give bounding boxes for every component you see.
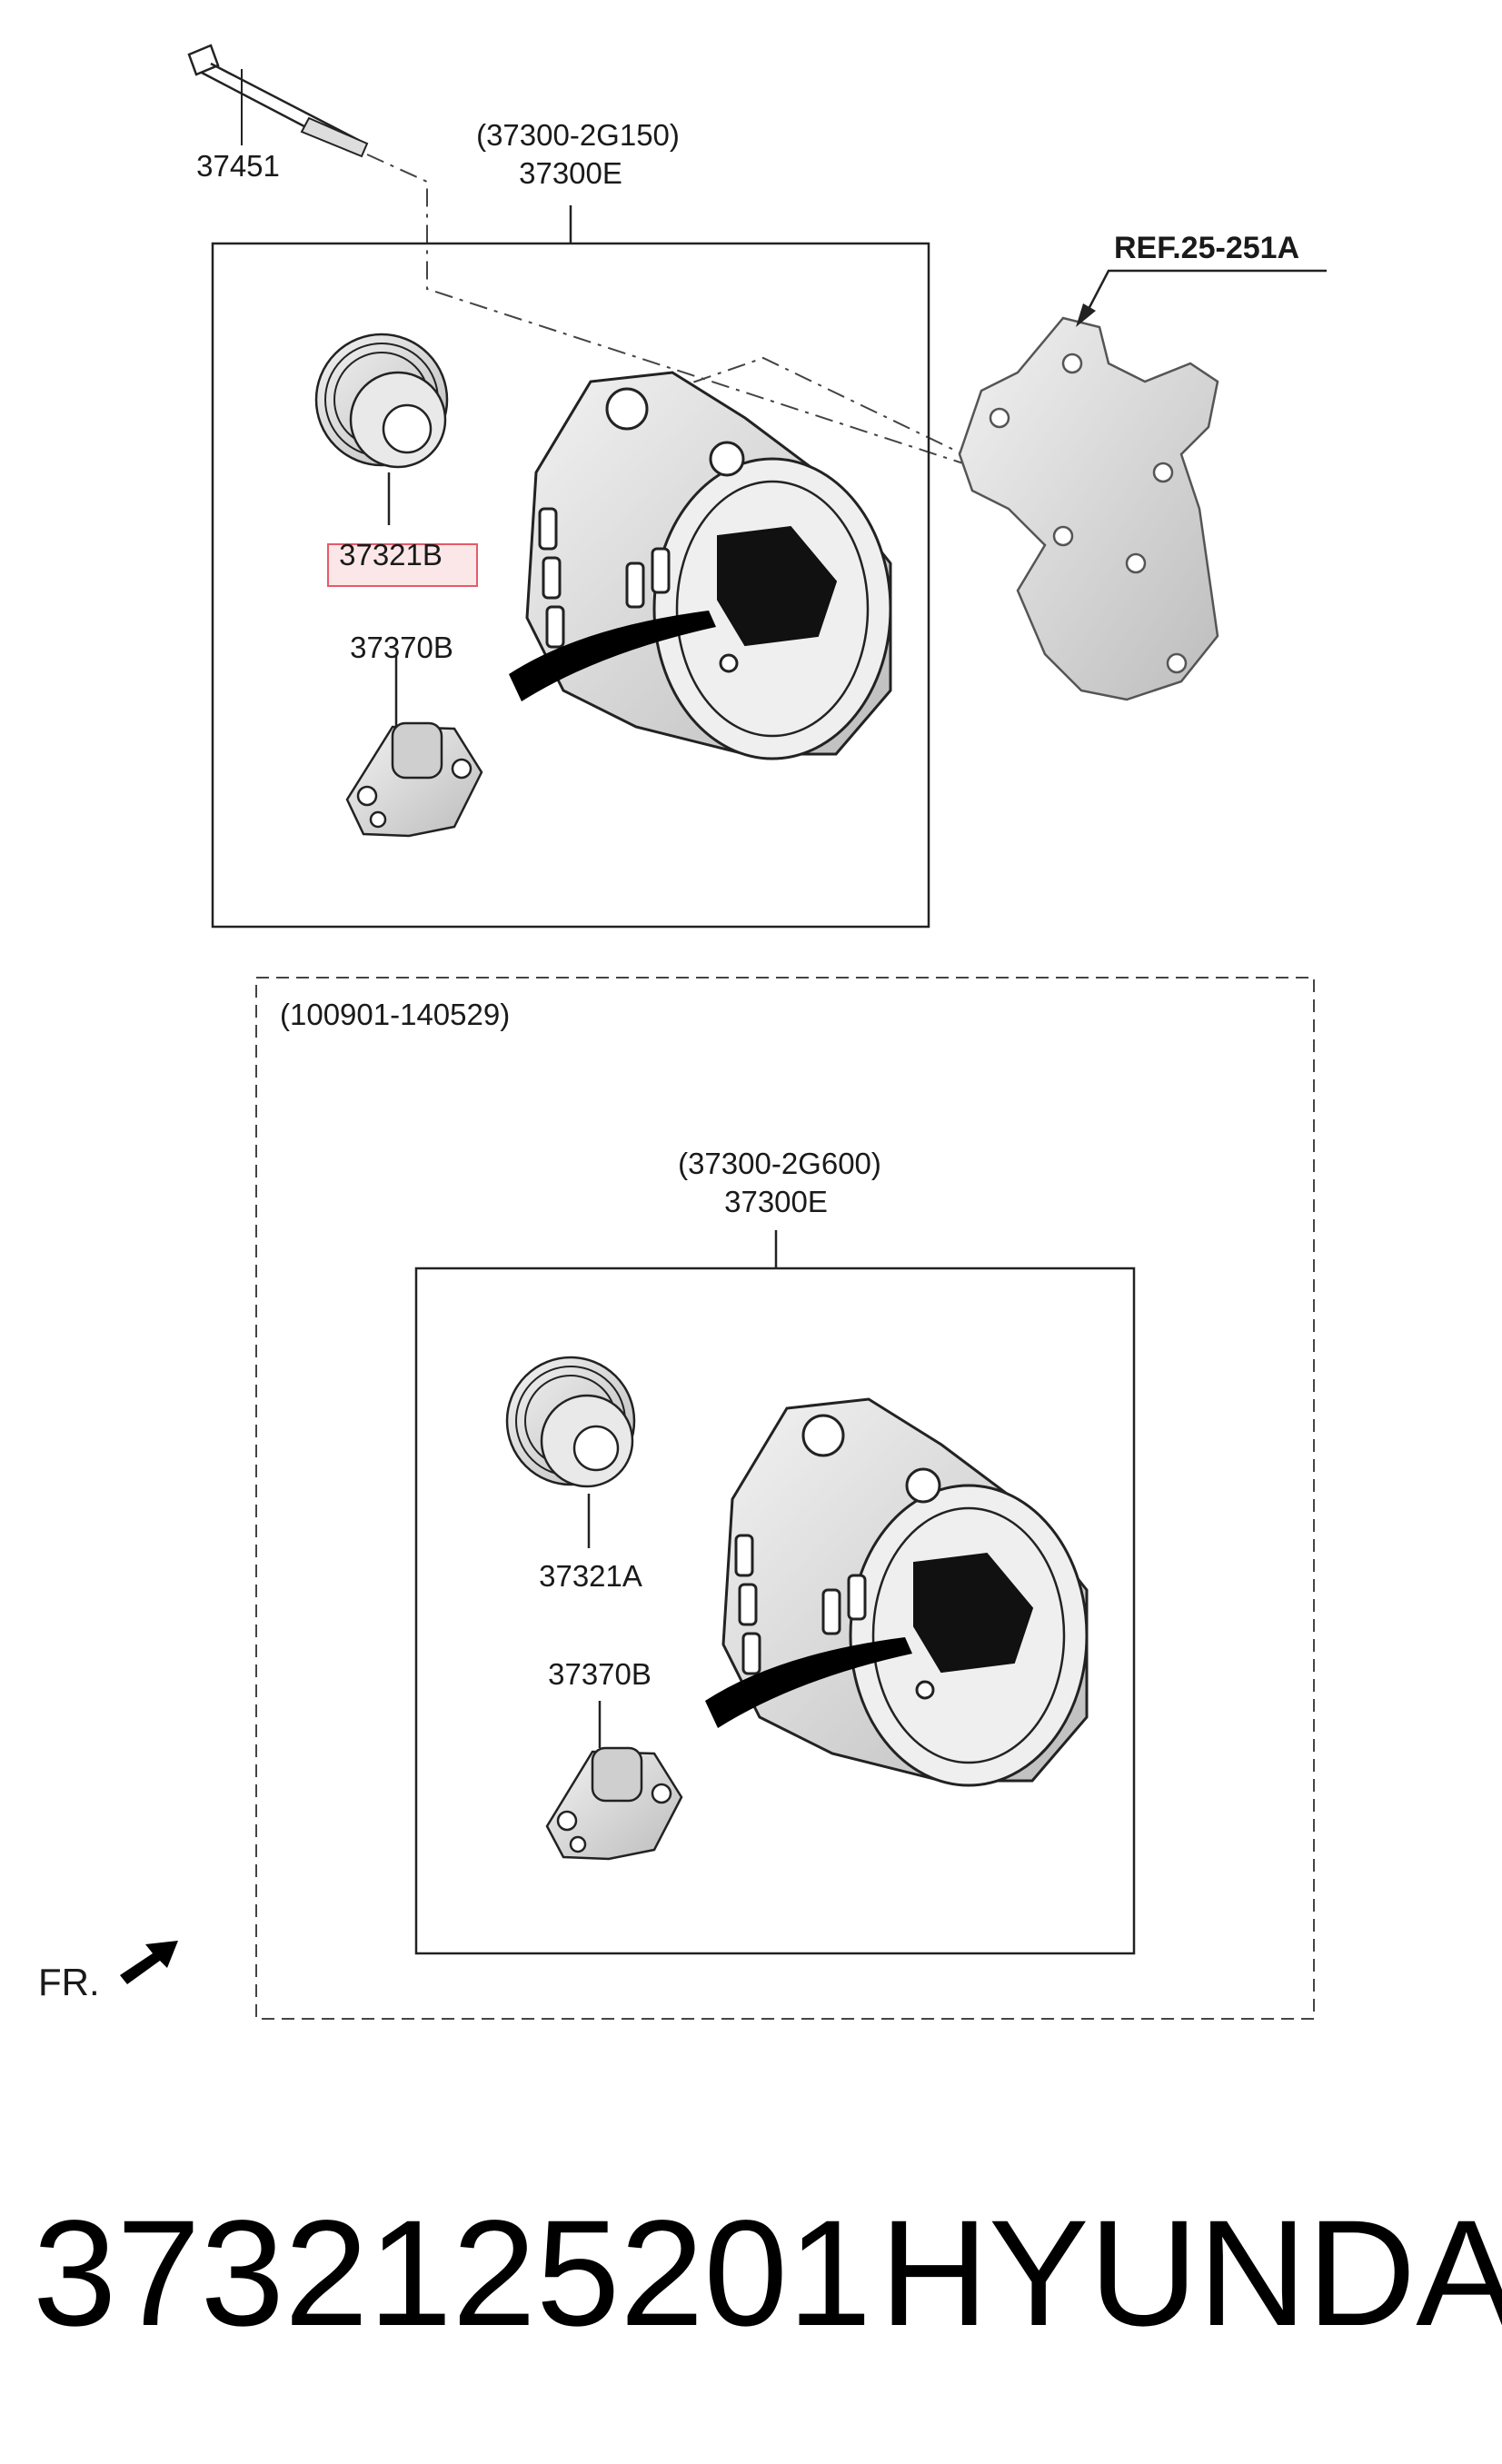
bracket-axis-dashed-line xyxy=(590,356,964,455)
upper-assembly-part-no: 37300E xyxy=(519,156,622,190)
front-direction-arrow-icon xyxy=(120,1941,178,1984)
alternator-lower-drawing[interactable] xyxy=(705,1397,1089,1787)
front-direction-label: FR. xyxy=(38,1961,100,2003)
highlighted-part-box xyxy=(327,543,478,587)
pulley-lower-part-label[interactable]: 37321A xyxy=(539,1559,642,1593)
regulator-37370b-drawing[interactable] xyxy=(345,721,483,838)
lower-assembly-part-no: 37300E xyxy=(724,1185,828,1218)
ref-leader-line xyxy=(1085,269,1327,313)
bracket-ref-label[interactable]: REF.25-251A xyxy=(1114,231,1300,265)
pulley-37321b-drawing[interactable] xyxy=(314,333,449,469)
regulator-37370b-lower-drawing[interactable] xyxy=(545,1746,683,1861)
bolt-37451-drawing[interactable] xyxy=(187,44,369,158)
lower-assembly-part-code: (37300-2G600) xyxy=(678,1147,881,1180)
pulley-37321a-drawing[interactable] xyxy=(505,1356,636,1488)
lower-group-date-range: (100901-140529) xyxy=(280,998,511,1031)
alternator-upper-drawing[interactable] xyxy=(509,371,892,760)
bolt-axis-dashed-line xyxy=(366,154,964,464)
regulator-upper-part-label[interactable]: 37370B xyxy=(350,631,453,664)
bracket-ref-25-251a-drawing[interactable] xyxy=(958,316,1219,701)
footer-part-number: 3732125201 xyxy=(33,2190,872,2358)
bolt-part-label: 37451 xyxy=(196,149,280,183)
footer-brand: HYUNDAI xyxy=(880,2190,1502,2358)
pulley-upper-part-label[interactable]: 37321B xyxy=(339,538,443,571)
lower-group-dashed-frame xyxy=(255,977,1315,2020)
regulator-lower-part-label[interactable]: 37370B xyxy=(548,1657,652,1691)
upper-assembly-part-code: (37300-2G150) xyxy=(476,118,680,152)
